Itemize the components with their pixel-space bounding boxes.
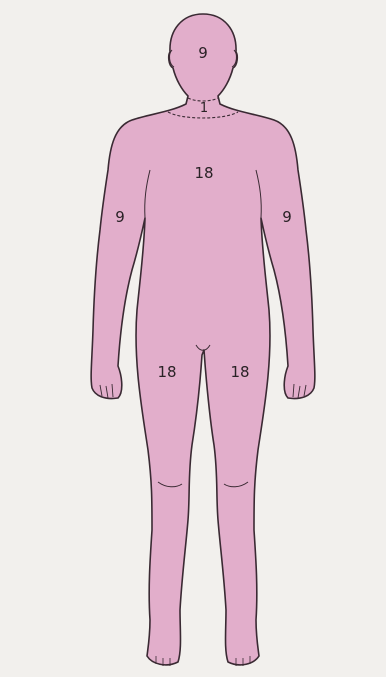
label-right-arm: 9 (282, 208, 292, 226)
label-right-leg: 18 (230, 363, 249, 381)
label-trunk: 18 (194, 164, 213, 182)
label-left-arm: 9 (115, 208, 125, 226)
label-neck: 1 (200, 101, 208, 116)
label-head: 9 (198, 44, 208, 62)
label-left-leg: 18 (157, 363, 176, 381)
